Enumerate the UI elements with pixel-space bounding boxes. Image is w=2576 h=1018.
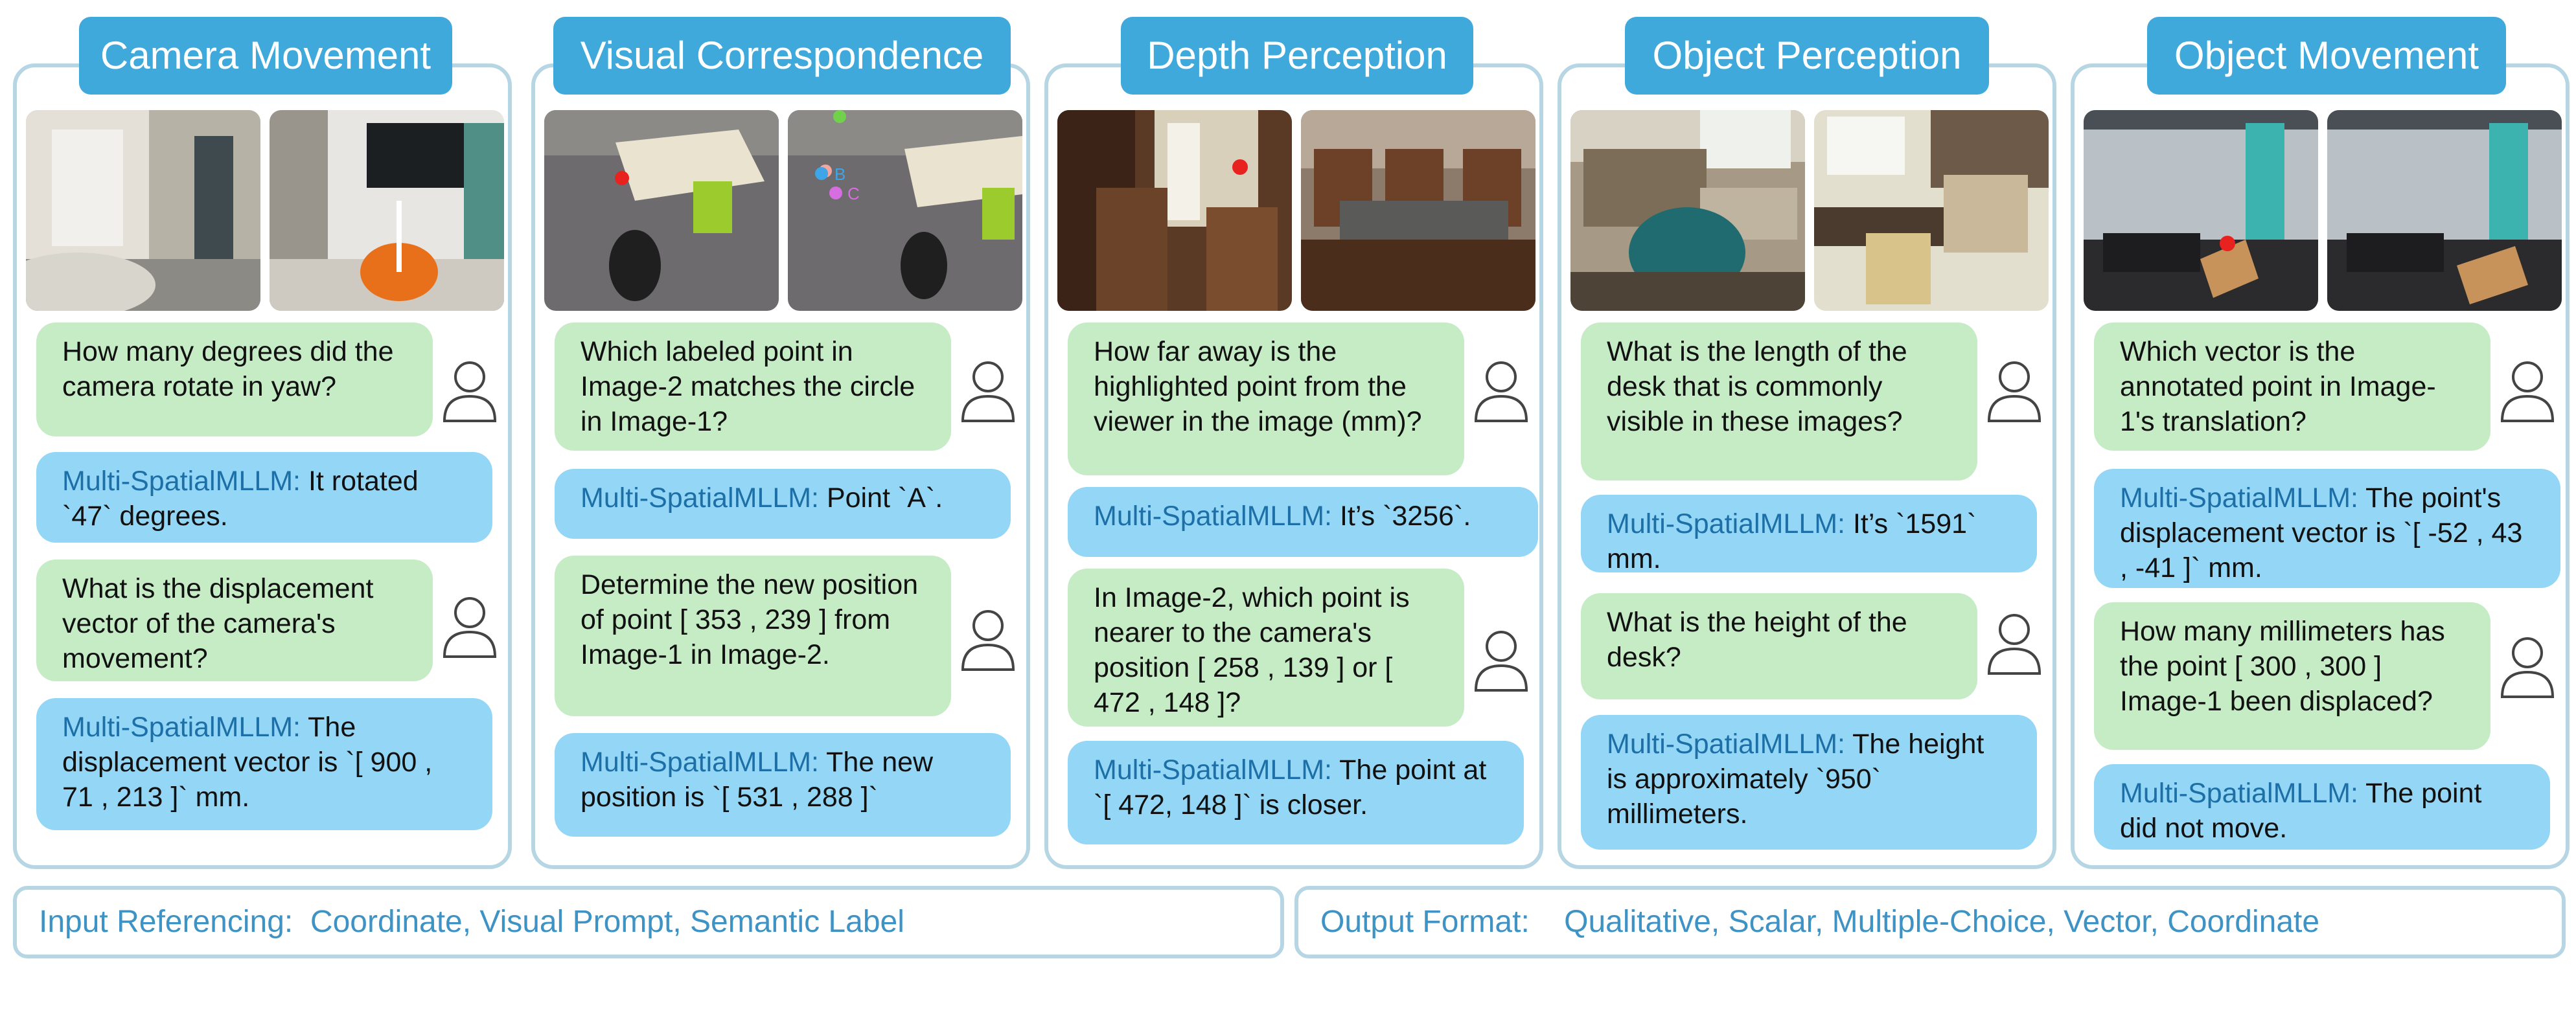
answer-bubble: Multi-SpatialMLLM: It’s `3256`. — [1068, 487, 1538, 557]
user-icon — [1984, 357, 2045, 422]
model-name: Multi-SpatialMLLM: — [62, 466, 301, 497]
output-format-label: Output Format: — [1320, 905, 1530, 939]
answer-bubble: Multi-SpatialMLLM: Point `A`. — [555, 469, 1011, 539]
input-referencing-values: Coordinate, Visual Prompt, Semantic Labe… — [310, 905, 904, 939]
scene-image-2 — [1301, 110, 1535, 311]
answer-bubble: Multi-SpatialMLLM: The displacement vect… — [36, 698, 492, 830]
output-format-values: Qualitative, Scalar, Multiple-Choice, Ve… — [1564, 905, 2320, 939]
scene-image-2 — [2327, 110, 2562, 311]
input-referencing-box: Input Referencing: Coordinate, Visual Pr… — [13, 886, 1284, 958]
point-label-b: B — [834, 164, 845, 184]
question-bubble: How far away is the highlighted point fr… — [1068, 322, 1464, 475]
model-name: Multi-SpatialMLLM: — [2120, 778, 2358, 809]
scene-image-1 — [26, 110, 260, 311]
scene-image-2: B C — [788, 110, 1022, 311]
model-name: Multi-SpatialMLLM: — [1607, 508, 1845, 539]
panel-title: Object Perception — [1625, 17, 1989, 95]
question-bubble: How many degrees did the camera rotate i… — [36, 322, 433, 436]
scene-image-2 — [1814, 110, 2049, 311]
question-bubble: How many millimeters has the point [ 300… — [2094, 602, 2490, 750]
user-icon — [1471, 627, 1532, 692]
panel-object-movement: Object Movement Which vector is the anno… — [2071, 17, 2570, 869]
user-icon — [439, 593, 500, 658]
user-icon — [1984, 610, 2045, 675]
answer-bubble: Multi-SpatialMLLM: The new position is `… — [555, 733, 1011, 837]
answer-bubble: Multi-SpatialMLLM: The point did not mov… — [2094, 764, 2550, 850]
answer-bubble: Multi-SpatialMLLM: It rotated `47` degre… — [36, 452, 492, 543]
answer-bubble: Multi-SpatialMLLM: It’s `1591` mm. — [1581, 495, 2037, 574]
scene-image-1 — [2084, 110, 2318, 311]
model-name: Multi-SpatialMLLM: — [1094, 754, 1332, 786]
answer-bubble: Multi-SpatialMLLM: The point at `[ 472, … — [1068, 741, 1524, 844]
model-name: Multi-SpatialMLLM: — [581, 747, 819, 778]
panel-visual-correspondence: Visual Correspondence B C Which labeled … — [531, 17, 1030, 869]
panel-depth-perception: Depth Perception How far away is the hig… — [1044, 17, 1543, 869]
question-bubble: What is the displacement vector of the c… — [36, 560, 433, 681]
model-name: Multi-SpatialMLLM: — [581, 482, 819, 514]
scene-image-1 — [544, 110, 779, 311]
answer-bubble: Multi-SpatialMLLM: The height is approxi… — [1581, 715, 2037, 850]
user-icon — [1471, 357, 1532, 422]
user-icon — [439, 357, 500, 422]
question-bubble: What is the height of the desk? — [1581, 593, 1977, 699]
question-bubble: Which labeled point in Image-2 matches t… — [555, 322, 951, 451]
scene-image-1 — [1057, 110, 1292, 311]
question-bubble: What is the length of the desk that is c… — [1581, 322, 1977, 481]
output-format-box: Output Format: Qualitative, Scalar, Mult… — [1294, 886, 2566, 958]
scene-image-2 — [270, 110, 504, 311]
point-label-c: C — [847, 184, 860, 203]
panel-object-perception: Object Perception What is the length of … — [1558, 17, 2056, 869]
model-name: Multi-SpatialMLLM: — [2120, 482, 2358, 514]
panel-title: Visual Correspondence — [553, 17, 1011, 95]
input-referencing-label: Input Referencing: — [39, 905, 293, 939]
user-icon — [958, 606, 1018, 671]
answer-bubble: Multi-SpatialMLLM: The point's displacem… — [2094, 469, 2560, 588]
user-icon — [2497, 357, 2558, 422]
question-bubble: Which vector is the annotated point in I… — [2094, 322, 2490, 451]
model-name: Multi-SpatialMLLM: — [62, 712, 301, 743]
user-icon — [958, 357, 1018, 422]
question-bubble: In Image-2, which point is nearer to the… — [1068, 569, 1464, 727]
question-bubble: Determine the new position of point [ 35… — [555, 556, 951, 716]
panel-title: Camera Movement — [79, 17, 452, 95]
panel-camera-movement: Camera Movement How many degrees did the… — [13, 17, 512, 869]
scene-image-1 — [1570, 110, 1805, 311]
model-name: Multi-SpatialMLLM: — [1607, 729, 1845, 760]
user-icon — [2497, 633, 2558, 698]
model-name: Multi-SpatialMLLM: — [1094, 501, 1332, 532]
panel-title: Object Movement — [2147, 17, 2506, 95]
panel-title: Depth Perception — [1121, 17, 1473, 95]
